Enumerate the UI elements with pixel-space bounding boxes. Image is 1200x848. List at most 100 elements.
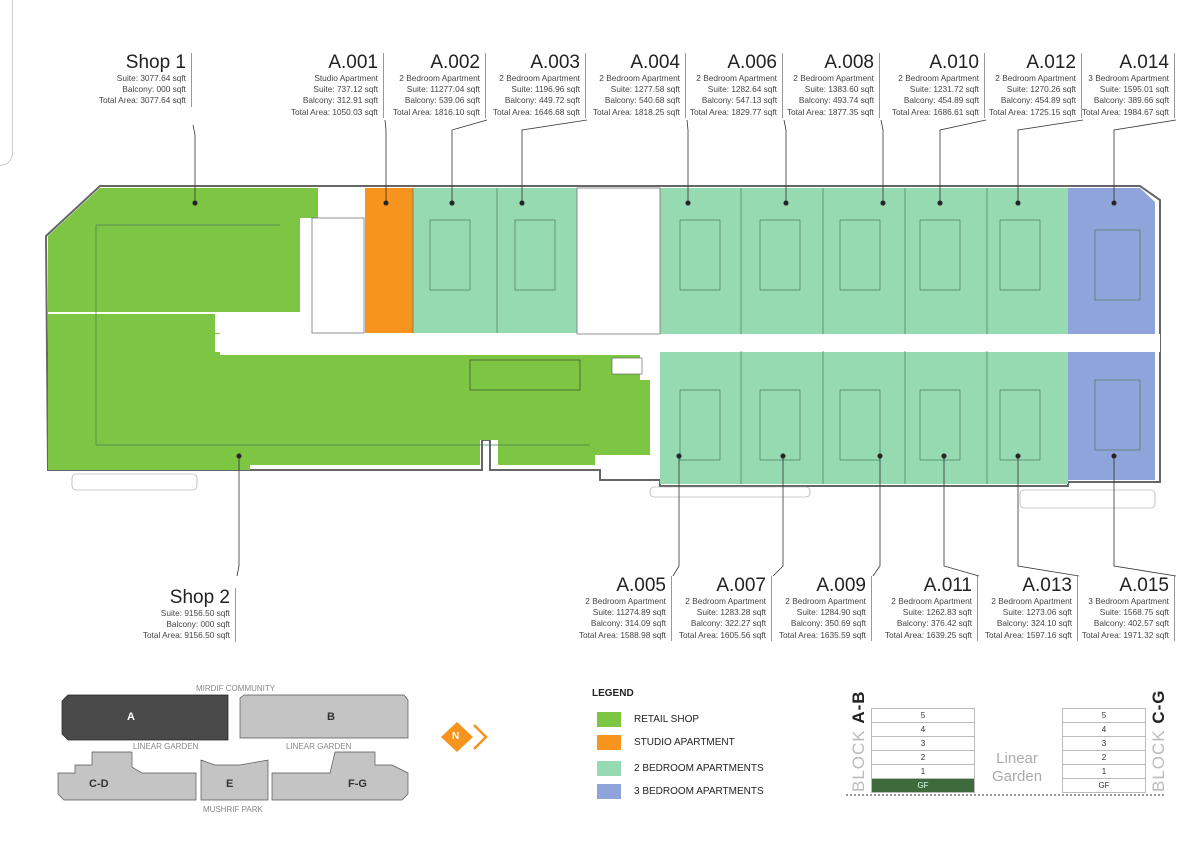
unit-detail: Total Area: 1984.67 sqft (1081, 106, 1169, 117)
leader-line (772, 456, 784, 577)
unit-detail: 2 Bedroom Apartment (685, 596, 766, 606)
legend-label: 2 BEDROOM APARTMENTS (634, 763, 764, 774)
leader-line (1113, 119, 1177, 203)
unit-detail: Balcony: 539.06 sqft (404, 95, 480, 106)
legend-item-retail: RETAIL SHOP (597, 712, 897, 728)
unit-id: A.001 (328, 52, 378, 73)
unit-detail: Balcony: 454.89 sqft (1000, 95, 1076, 106)
unit-detail: Total Area: 1605.56 sqft (678, 629, 766, 640)
unit-detail: Studio Apartment (314, 73, 378, 83)
unit-detail: Total Area: 1588.98 sqft (578, 629, 666, 640)
block-a-label: A (127, 711, 135, 723)
unit-detail: Suite: 737.12 sqft (313, 84, 378, 95)
legend: LEGEND RETAIL SHOP STUDIO APARTMENT 2 BE… (592, 688, 764, 799)
unit-detail: Total Area: 1050.03 sqft (290, 106, 378, 117)
unit-detail: Total Area: 1686.61 sqft (891, 106, 979, 117)
block-e-label: E (226, 778, 234, 790)
unit-detail: 2 Bedroom Apartment (696, 73, 777, 83)
floor-5: 5 (1062, 708, 1146, 723)
unit-detail: Balcony: 402.57 sqft (1093, 618, 1169, 629)
level-stack-a-b: 5 4 3 2 1 GF (871, 708, 975, 793)
unit-detail: Suite: 9156.50 sqft (160, 608, 230, 618)
unit-detail: Total Area: 1646.68 sqft (492, 106, 580, 117)
legend-item-three-bed: 3 BEDROOM APARTMENTS (597, 784, 897, 800)
block-fg-label: F-G (348, 778, 367, 790)
level-stack-c-g: 5 4 3 2 1 GF (1062, 708, 1146, 793)
unit-marker-dot (236, 453, 242, 459)
unit-partitions (95, 188, 1141, 484)
unit-marker-dot (519, 200, 525, 206)
unit-detail: Suite: 1270.26 sqft (1006, 84, 1076, 95)
unit-id: A.009 (816, 575, 866, 596)
unit-detail: 2 Bedroom Apartment (585, 596, 666, 606)
planter-right (1019, 489, 1156, 509)
leader-line (783, 119, 787, 203)
unit-detail: 2 Bedroom Apartment (785, 596, 866, 606)
unit-detail: Suite: 1383.60 sqft (804, 84, 874, 95)
unit-detail: Balcony: 376.42 sqft (896, 618, 972, 629)
two-bed-wing-south (660, 351, 1068, 484)
north-icon (441, 722, 473, 752)
unit-id: A.014 (1119, 52, 1169, 73)
unit-id: A.004 (630, 52, 680, 73)
unit-detail: Suite: 1273.06 sqft (1002, 607, 1072, 618)
leader-line (384, 119, 387, 203)
unit-marker-dot (880, 200, 886, 206)
unit-detail: Total Area: 1971.32 sqft (1081, 629, 1169, 640)
unit-marker-dot (780, 453, 786, 459)
keymap-bottom-label: MUSHRIF PARK (203, 805, 263, 814)
unit-id: A.012 (1026, 52, 1076, 73)
unit-detail: Suite: 3077.64 sqft (116, 73, 186, 83)
unit-marker-dot (449, 200, 455, 206)
leader-line (521, 119, 588, 203)
unit-detail: Suite: 1284.90 sqft (796, 607, 866, 618)
unit-detail: Balcony: 449.72 sqft (504, 95, 580, 106)
three-bed-swatch (597, 784, 621, 799)
unit-detail: Suite: 1262.83 sqft (902, 607, 972, 618)
unit-detail: Balcony: 000 sqft (166, 619, 230, 630)
unit-detail: Suite: 11277.04 sqft (406, 84, 480, 95)
unit-id: Shop 2 (169, 587, 230, 608)
floor-2: 2 (1062, 751, 1146, 765)
planter-left (71, 473, 198, 491)
core-stair (576, 187, 661, 335)
unit-marker-dot (1111, 200, 1117, 206)
two-bed-wing-north (660, 188, 1068, 334)
unit-detail: Balcony: 493.74 sqft (798, 95, 874, 106)
legend-title: LEGEND (592, 688, 634, 699)
unit-marker-dot (685, 200, 691, 206)
lift (611, 357, 643, 375)
unit-detail: Balcony: 389.66 sqft (1093, 95, 1169, 106)
floor-3: 3 (1062, 737, 1146, 751)
unit-detail: Total Area: 1829.77 sqft (689, 106, 777, 117)
unit-detail: Total Area: 1725.15 sqft (988, 106, 1076, 117)
leader-line (236, 456, 240, 577)
legend-item-two-bed: 2 BEDROOM APARTMENTS (597, 761, 897, 777)
unit-marker-dot (676, 453, 682, 459)
floor-2: 2 (871, 751, 975, 765)
unit-detail: 2 Bedroom Apartment (995, 73, 1076, 83)
block-b-shape (239, 694, 409, 739)
unit-marker-dot (1015, 200, 1021, 206)
unit-detail: Suite: 1595.01 sqft (1099, 84, 1169, 95)
unit-detail: Total Area: 1818.25 sqft (592, 106, 680, 117)
unit-id: A.003 (530, 52, 580, 73)
unit-detail: Balcony: 350.69 sqft (790, 618, 866, 629)
unit-detail: Total Area: 1635.59 sqft (778, 629, 866, 640)
unit-detail: Balcony: 000 sqft (122, 84, 186, 95)
leader-line (880, 119, 884, 203)
floor-5: 5 (871, 708, 975, 723)
unit-detail: Balcony: 322.27 sqft (690, 618, 766, 629)
unit-marker-dot (192, 200, 198, 206)
